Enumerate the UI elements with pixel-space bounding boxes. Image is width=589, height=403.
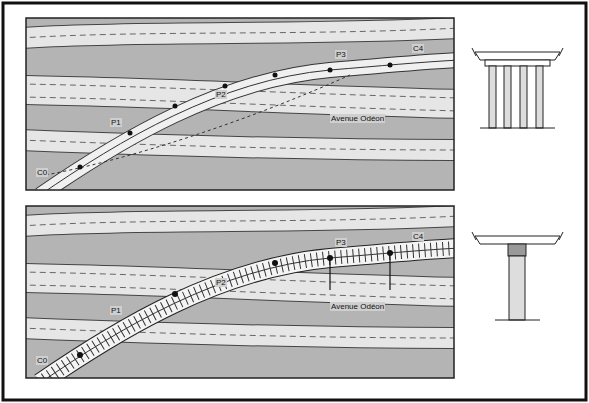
single-column-pier <box>472 232 563 320</box>
pier-label: P2 <box>215 90 227 99</box>
top-plan <box>26 18 454 190</box>
pier-label: C0 <box>36 168 48 177</box>
multi-column-pier <box>472 48 563 128</box>
pier-label: C0 <box>36 356 48 365</box>
bottom-plan <box>26 206 454 378</box>
pier-label: P3 <box>335 50 347 59</box>
street-name: Avenue Odéon <box>330 114 385 123</box>
outer-frame <box>3 3 586 400</box>
pier-label: C4 <box>412 44 424 53</box>
street-name: Avenue Odéon <box>330 302 385 311</box>
pier-label: P3 <box>335 238 347 247</box>
pier-label: P1 <box>110 306 122 315</box>
pier-label: C4 <box>412 232 424 241</box>
pier-label: P2 <box>215 278 227 287</box>
pier-label: P1 <box>110 118 122 127</box>
